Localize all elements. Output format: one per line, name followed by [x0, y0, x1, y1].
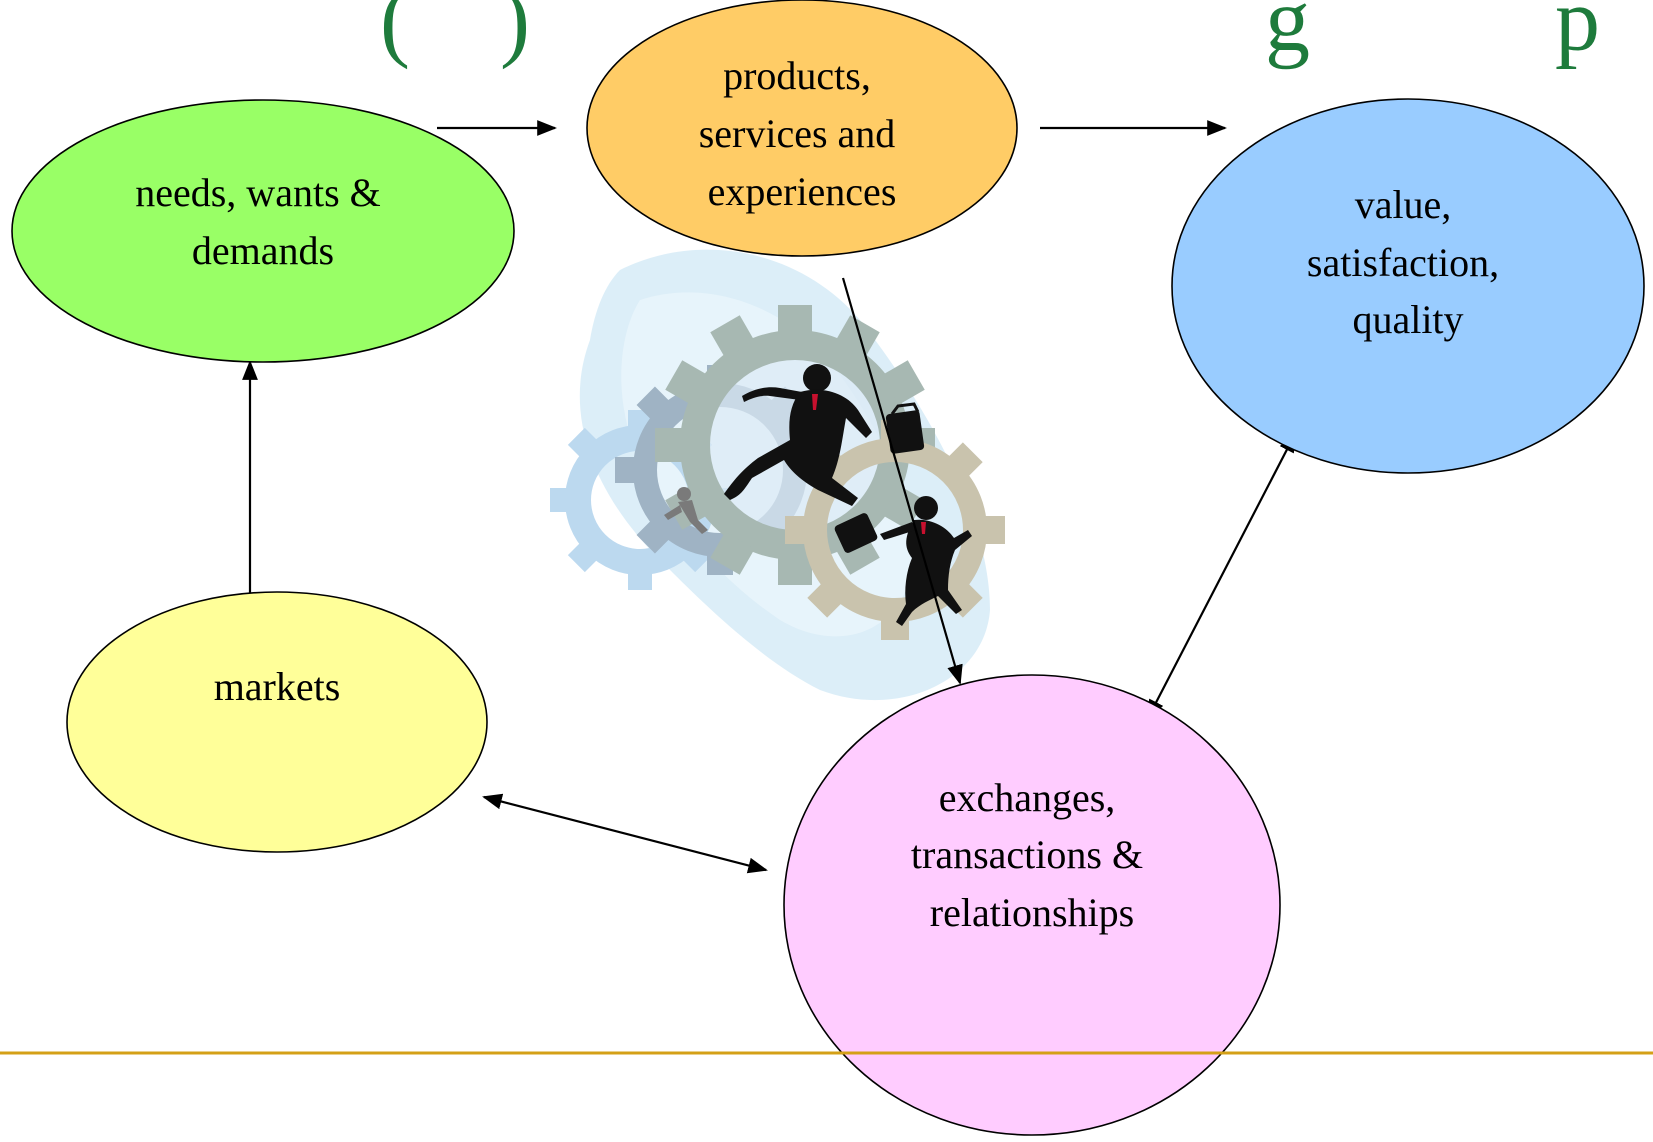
node-products-shape: [586, 0, 1018, 257]
node-needs-line-1: needs, wants &: [135, 170, 381, 215]
node-needs-shape: [11, 99, 515, 363]
node-markets-line-1: markets: [214, 664, 341, 709]
node-products: products, services and experiences: [586, 0, 1018, 257]
node-value: value, satisfaction, quality: [1171, 98, 1645, 474]
businessman-lower-icon: [834, 496, 972, 626]
businessmen-running-through-gears-icon: [550, 249, 1005, 701]
node-value-shape: [1171, 98, 1645, 474]
slide-title: ( ) g p: [380, 0, 1600, 70]
node-products-line-2: services and: [699, 111, 896, 156]
node-needs: needs, wants & demands: [11, 99, 515, 363]
node-value-line-1: value,: [1355, 182, 1452, 227]
arrow-markets-exchanges: [482, 793, 768, 874]
node-value-label: value, satisfaction, quality: [1307, 182, 1509, 342]
node-exchanges-label: exchanges, transactions & relationships: [911, 775, 1153, 935]
node-markets: markets: [66, 591, 488, 853]
slide-title-fragment-2: ): [500, 0, 530, 70]
node-exchanges-line-3: relationships: [930, 890, 1134, 935]
node-needs-line-2: demands: [192, 228, 334, 273]
node-exchanges-line-2: transactions &: [911, 832, 1143, 877]
node-products-line-1: products,: [723, 53, 871, 98]
node-markets-shape: [66, 591, 488, 853]
node-products-label: products, services and experiences: [699, 53, 906, 214]
node-exchanges: exchanges, transactions & relationships: [783, 674, 1281, 1136]
arrow-products-to-exchanges: [841, 277, 963, 685]
node-needs-label: needs, wants & demands: [135, 170, 391, 273]
node-products-line-3: experiences: [708, 169, 897, 214]
arrow-exchanges-value: [1147, 432, 1296, 720]
node-value-line-3: quality: [1352, 297, 1463, 342]
businessman-upper-icon: [724, 364, 925, 506]
slide-title-fragment: (: [380, 0, 410, 70]
node-exchanges-line-1: exchanges,: [939, 775, 1116, 820]
small-runner-icon: [664, 487, 708, 534]
node-exchanges-shape: [783, 674, 1281, 1136]
slide-title-fragment-3: g: [1265, 0, 1310, 70]
node-markets-label: markets: [214, 664, 341, 709]
slide-title-fragment-4: p: [1555, 0, 1600, 70]
arrows: [242, 120, 1296, 874]
node-value-line-2: satisfaction,: [1307, 240, 1499, 285]
